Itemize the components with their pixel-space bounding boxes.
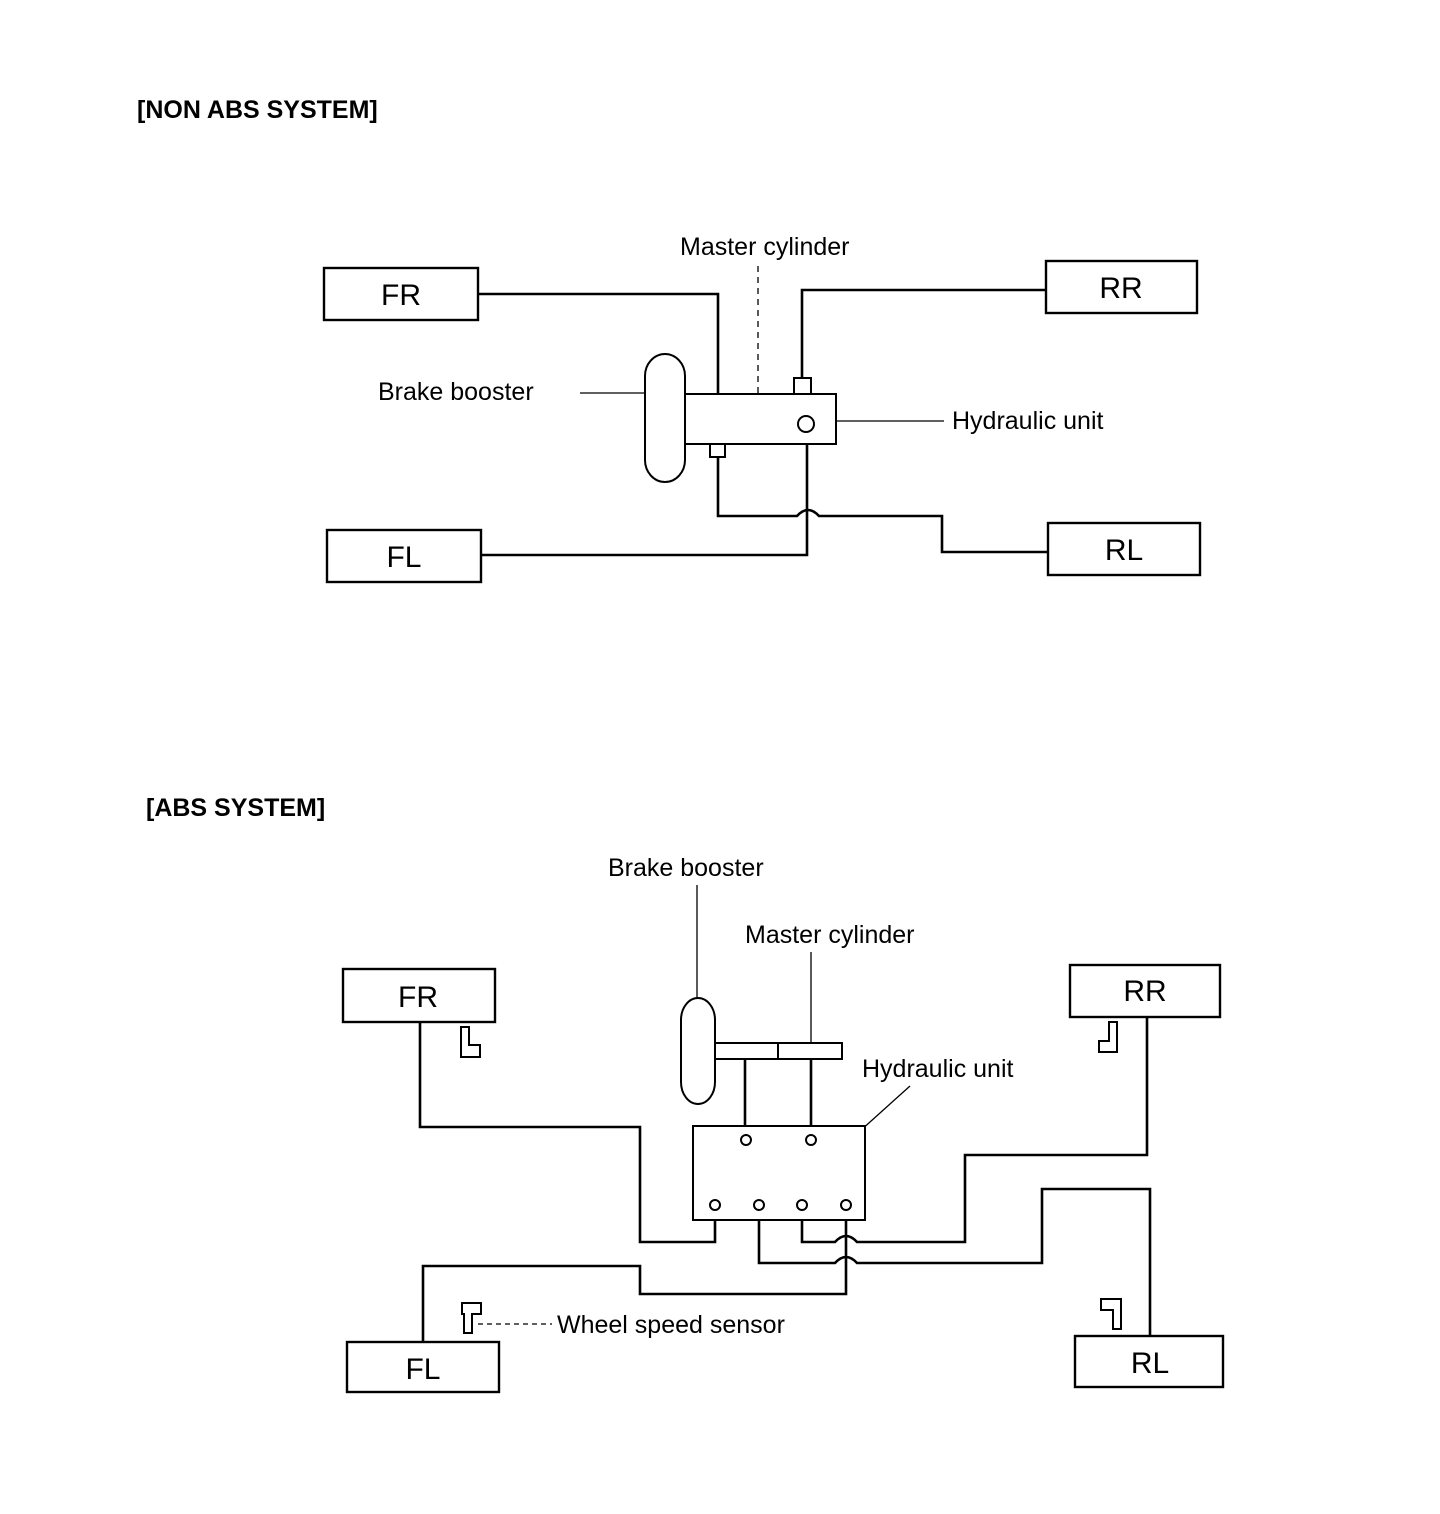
abs-hu-port-in-1 — [740, 1134, 752, 1146]
non-abs-label-master-cylinder: Master cylinder — [680, 233, 850, 261]
non-abs-line-rl — [716, 458, 1048, 554]
abs-wheel-fr-label: FR — [398, 981, 438, 1014]
abs-hu-port-out-4 — [840, 1199, 852, 1211]
abs-wheel-rl-box — [1073, 1334, 1225, 1389]
non-abs-title: [NON ABS SYSTEM] — [137, 96, 378, 124]
abs-hu-port-out-1 — [709, 1199, 721, 1211]
non-abs-cap-top — [793, 377, 812, 395]
abs-line-fr — [418, 1022, 717, 1244]
non-abs-section: [NON ABS SYSTEM] FR RR FL RL Master cyli… — [137, 96, 1202, 584]
abs-line-rl — [757, 1187, 1152, 1336]
abs-label-brake-booster: Brake booster — [608, 854, 764, 882]
abs-wheel-rr-label: RR — [1123, 975, 1166, 1008]
abs-hu-port-out-3 — [796, 1199, 808, 1211]
non-abs-cap-bottom — [709, 443, 726, 458]
abs-sensor-fl — [461, 1302, 482, 1334]
non-abs-line-fr — [478, 292, 720, 394]
non-abs-line-fl — [481, 432, 809, 557]
abs-master-cylinder-left — [714, 1042, 779, 1060]
non-abs-hydraulic-port — [797, 415, 815, 433]
abs-title: [ABS SYSTEM] — [146, 794, 325, 822]
non-abs-wheel-fr-label: FR — [381, 279, 421, 312]
non-abs-wheel-rl-label: RL — [1105, 534, 1143, 567]
abs-wheel-rl-label: RL — [1131, 1347, 1169, 1380]
abs-wheel-fl-label: FL — [405, 1353, 440, 1386]
abs-wheel-fr-box — [341, 967, 497, 1024]
non-abs-wheel-fl-box — [325, 528, 483, 584]
abs-sensor-rl — [1100, 1298, 1122, 1330]
non-abs-wheel-rr-box — [1044, 259, 1199, 315]
abs-sensor-fr — [460, 1026, 481, 1058]
abs-label-hydraulic-unit: Hydraulic unit — [862, 1055, 1014, 1083]
non-abs-brake-booster — [644, 353, 686, 483]
abs-brake-booster — [680, 997, 716, 1105]
non-abs-label-brake-booster: Brake booster — [378, 378, 534, 406]
abs-label-wheel-speed-sensor: Wheel speed sensor — [557, 1311, 785, 1339]
abs-hu-port-out-2 — [753, 1199, 765, 1211]
abs-master-cylinder-right — [777, 1042, 843, 1060]
non-abs-wheel-fr-box — [322, 266, 480, 322]
abs-line-fl — [421, 1210, 848, 1342]
non-abs-line-rr — [800, 288, 1046, 378]
non-abs-label-hydraulic-unit: Hydraulic unit — [952, 407, 1104, 435]
non-abs-wheel-rl-box — [1046, 521, 1202, 577]
abs-label-master-cylinder: Master cylinder — [745, 921, 915, 949]
abs-sensor-rr — [1098, 1021, 1118, 1053]
abs-wheel-rr-box — [1068, 963, 1222, 1019]
non-abs-wheel-fl-label: FL — [386, 541, 421, 574]
abs-hu-port-in-2 — [805, 1134, 817, 1146]
abs-section: [ABS SYSTEM] FR RR — [146, 794, 1225, 1394]
non-abs-wheel-rr-label: RR — [1099, 272, 1142, 305]
abs-line-rr — [800, 1017, 1149, 1244]
abs-wheel-fl-box — [345, 1340, 501, 1394]
abs-hydraulic-unit — [692, 1125, 866, 1221]
